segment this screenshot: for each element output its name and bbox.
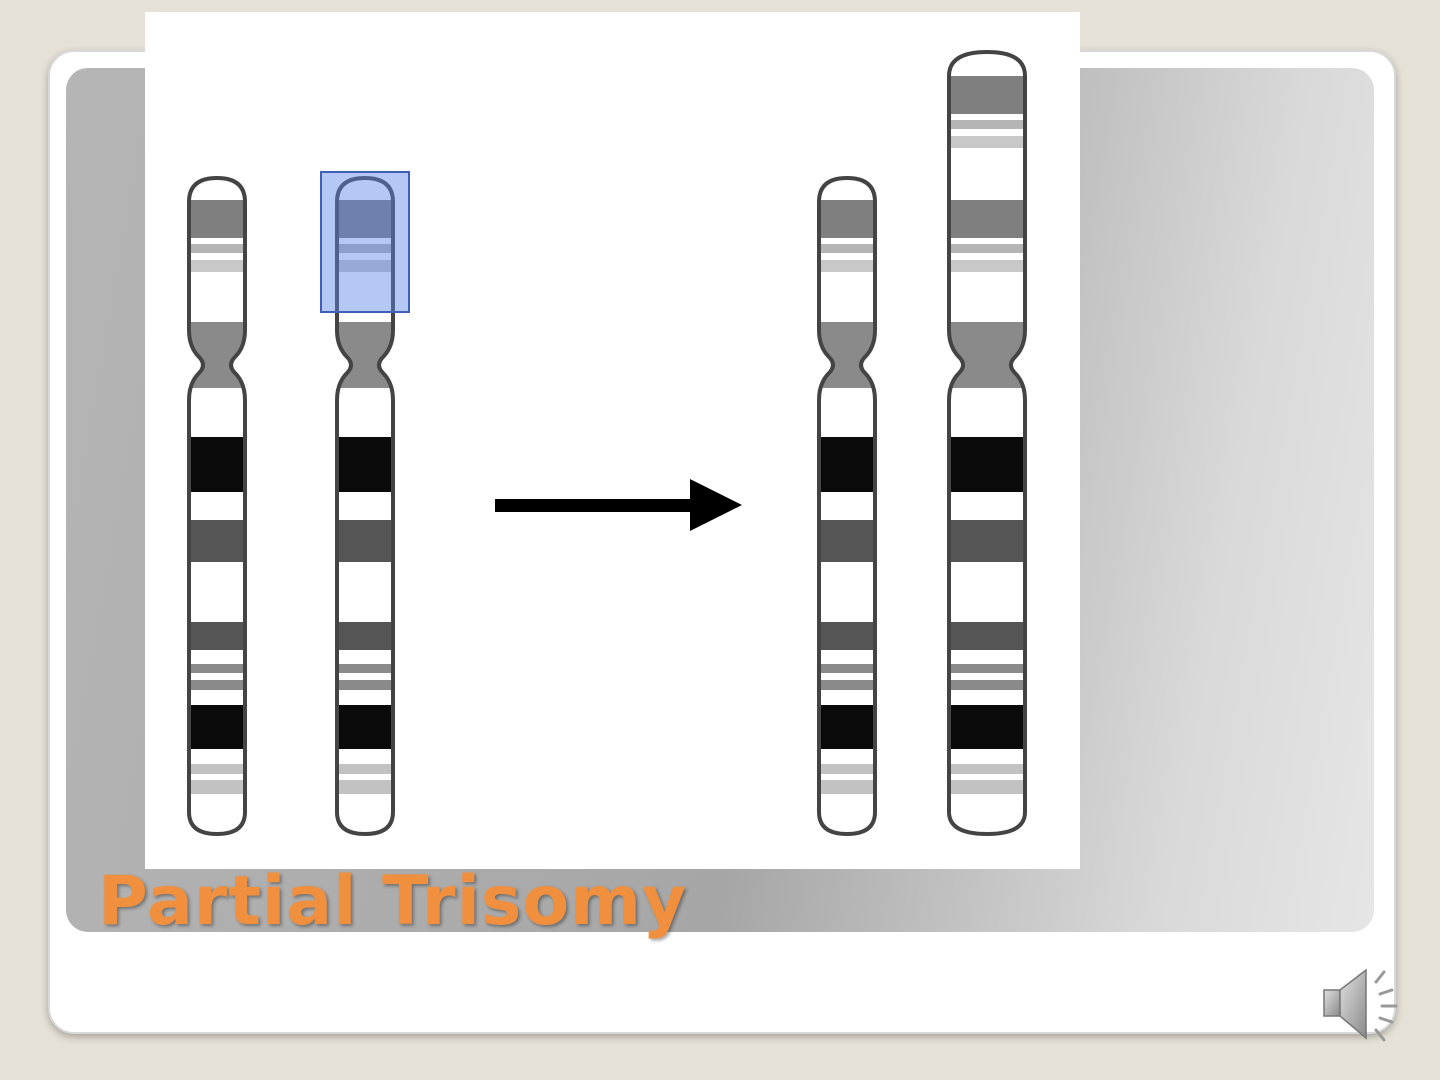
speaker-icon[interactable] (1318, 960, 1418, 1050)
arrow-icon (495, 479, 742, 531)
chromosome-figure (145, 12, 1080, 869)
chromosome-normal-1 (187, 175, 247, 837)
chromosome-normal-2 (335, 175, 395, 837)
slide-title: Partial Trisomy (98, 862, 688, 941)
chromosome-normal-3 (817, 175, 877, 837)
chromosome-with-duplication (947, 49, 1027, 837)
highlighted-segment (320, 171, 410, 313)
